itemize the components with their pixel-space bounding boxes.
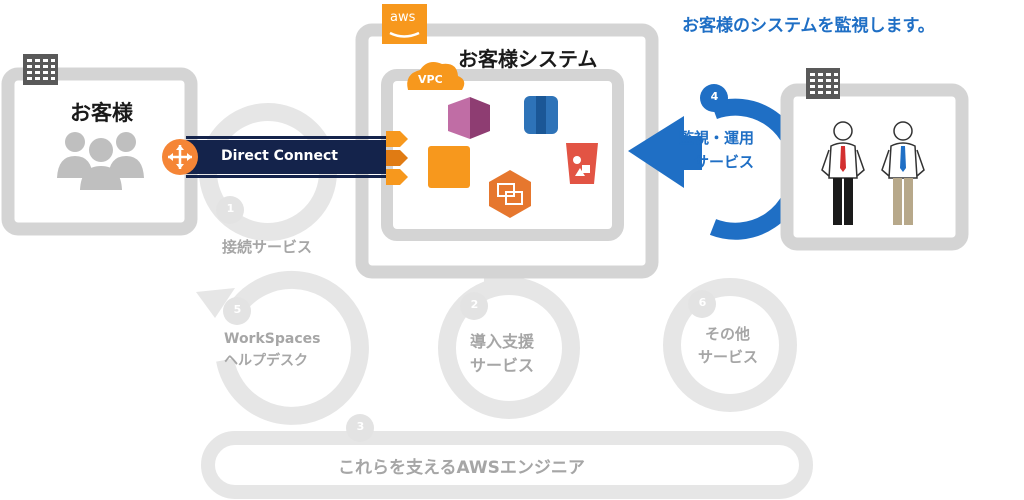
service-6-label-line2: サービス <box>698 348 759 366</box>
badge-6 <box>688 290 716 318</box>
badge-5-number: 5 <box>233 303 242 316</box>
service-2-label-line2: サービス <box>470 356 535 375</box>
badge-4 <box>700 84 728 112</box>
building-icon-left <box>23 54 58 85</box>
badge-1-number: 1 <box>226 202 235 215</box>
badge-6-number: 6 <box>698 296 707 309</box>
monitoring-arrowhead <box>628 116 684 188</box>
badge-3-number: 3 <box>356 420 365 433</box>
ec2-icon <box>428 146 470 188</box>
badge-5 <box>223 297 251 325</box>
service-3-pill <box>201 431 813 499</box>
aws-badge-label: aws <box>390 10 416 25</box>
vpc-cloud-icon <box>407 62 465 90</box>
service-6-ring <box>663 278 797 412</box>
badge-4-number: 4 <box>710 90 719 103</box>
service-1-label: 接続サービス <box>222 238 313 256</box>
users-icon <box>57 132 144 190</box>
direct-connect-label: Direct Connect <box>221 148 338 164</box>
direct-connect-bar <box>186 140 386 174</box>
router-icon <box>162 139 198 175</box>
service-5-ring <box>216 270 369 425</box>
engineer-blue-tie-icon <box>881 121 925 225</box>
service-5-label-line2: ヘルプデスク <box>224 353 308 369</box>
service-6-label-line1: その他 <box>705 325 751 343</box>
header-tagline: お客様のシステムを監視します。 <box>682 16 935 36</box>
workspaces-icon <box>489 170 531 218</box>
service-4-label-line1: 監視・運用 <box>679 129 755 147</box>
service-3-label: これらを支えるAWSエンジニア <box>338 458 585 478</box>
badge-2-number: 2 <box>470 298 479 311</box>
service-5-arrowhead <box>196 288 235 318</box>
service-2-label-line1: 導入支援 <box>470 332 535 351</box>
vpc-label: VPC <box>418 73 443 86</box>
service-4-label-line2: サービス <box>694 153 755 171</box>
monitoring-arrow-shaft <box>680 136 702 170</box>
badge-1 <box>216 196 244 224</box>
aws-smile-icon <box>389 31 420 38</box>
building-icon-right <box>806 68 840 99</box>
engineer-box <box>780 83 969 251</box>
badge-2 <box>460 292 488 320</box>
dynamodb-icon <box>524 96 558 134</box>
aws-system-title: お客様システム <box>458 47 598 71</box>
redshift-icon <box>448 97 490 139</box>
s3-icon <box>566 143 598 184</box>
customer-title: お客様 <box>70 101 133 125</box>
badge-3 <box>346 414 374 442</box>
service-5-label-line1: WorkSpaces <box>224 331 321 347</box>
engineer-red-tie-icon <box>821 121 865 225</box>
direct-connect-icon <box>386 131 408 185</box>
